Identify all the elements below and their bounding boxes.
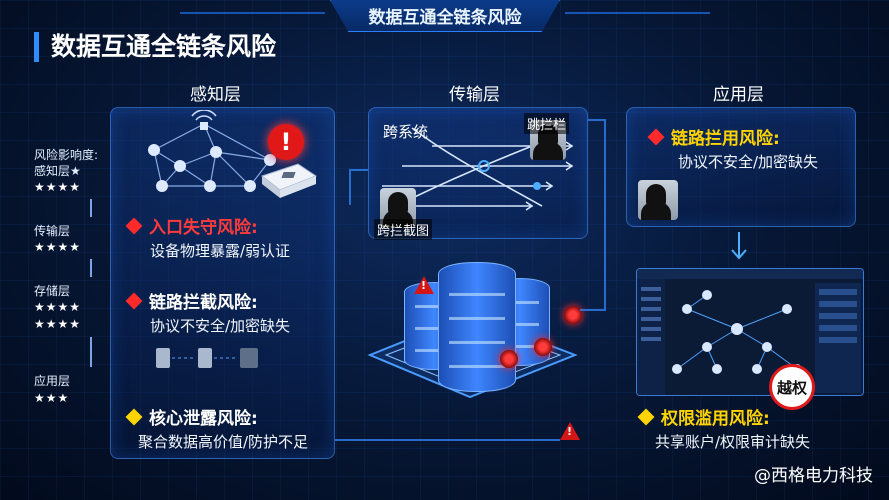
risk-permission: 权限滥用风险: (637, 404, 770, 429)
banner-title: 数据互通全链条风险 (330, 0, 560, 32)
risk-link-left-desc: 协议不安全/加密缺失 (150, 317, 291, 335)
alert-dot (534, 338, 552, 356)
warning-icon: ! (560, 422, 580, 440)
impact-transport-stars: ★★★★ (34, 240, 82, 254)
transport-intercept-top: 跳拦栏 (524, 113, 570, 134)
risk-link-right-desc: 协议不安全/加密缺失 (678, 153, 819, 171)
impact-connector (90, 259, 92, 277)
risk-entry-label: 入口失守风险: (149, 218, 258, 238)
risk-entry-desc: 设备物理暴露/弱认证 (150, 242, 291, 260)
risk-permission-desc: 共享账户/权限审计缺失 (655, 433, 811, 451)
impact-application-stars: ★★★ (34, 391, 70, 405)
alert-dot (500, 350, 518, 368)
impact-heading: 风险影响度: (34, 148, 99, 162)
risk-link-right-label: 链路拦用风险: (671, 129, 780, 149)
impact-perception-stars: ★★★★ (34, 180, 82, 194)
alert-icon: ! (268, 124, 304, 160)
impact-storage-stars: ★★★★ (34, 300, 82, 314)
layer-title-transport: 传输层 (449, 85, 500, 105)
server-cylinder (438, 262, 516, 392)
impact-storage-stars: ★★★★ (34, 317, 82, 331)
alert-dot (564, 306, 582, 324)
impact-connector (90, 199, 92, 217)
impact-perception-label: 感知层★ (34, 164, 81, 178)
device-row (156, 348, 258, 368)
risk-core-label: 核心泄露风险: (149, 409, 258, 429)
impact-transport-label: 传输层 (34, 224, 71, 238)
transport-intercept-bottom: 跨拦截图 (374, 219, 433, 240)
impact-storage-label: 存储层 (34, 284, 71, 298)
risk-core: 核心泄露风险: (125, 404, 258, 429)
banner-line-left (180, 12, 325, 14)
risk-entry: 入口失守风险: (125, 213, 258, 238)
hacker-icon (638, 180, 678, 220)
privilege-escalation-stamp: 越权 (769, 364, 815, 410)
impact-application-label: 应用层 (34, 374, 71, 388)
risk-link-left-label: 链路拦截风险: (149, 293, 258, 313)
risk-link-left: 链路拦截风险: (125, 288, 258, 313)
risk-permission-label: 权限滥用风险: (661, 409, 770, 429)
transport-cross-system: 跨系统 (383, 123, 429, 141)
dashboard-graph (637, 269, 863, 395)
arrow-down-icon (731, 232, 747, 260)
impact-connector (90, 337, 92, 367)
layer-title-application: 应用层 (713, 85, 764, 105)
dashboard-screenshot (636, 268, 864, 396)
network-diagram (148, 110, 276, 192)
router-icon (260, 163, 318, 198)
risk-link-right: 链路拦用风险: (647, 124, 780, 149)
banner-line-right (565, 12, 710, 14)
impact-panel: 风险影响度: 感知层★ ★★★★ 传输层 ★★★★ 存储层 ★★★★ ★★★★ … (28, 107, 106, 487)
watermark: @西格电力科技 (754, 466, 873, 486)
warning-icon: ! (414, 276, 434, 294)
layer-title-perception: 感知层 (190, 85, 241, 105)
risk-core-desc: 聚合数据高价值/防护不足 (138, 433, 309, 451)
page-title: 数据互通全链条风险 (34, 32, 276, 62)
